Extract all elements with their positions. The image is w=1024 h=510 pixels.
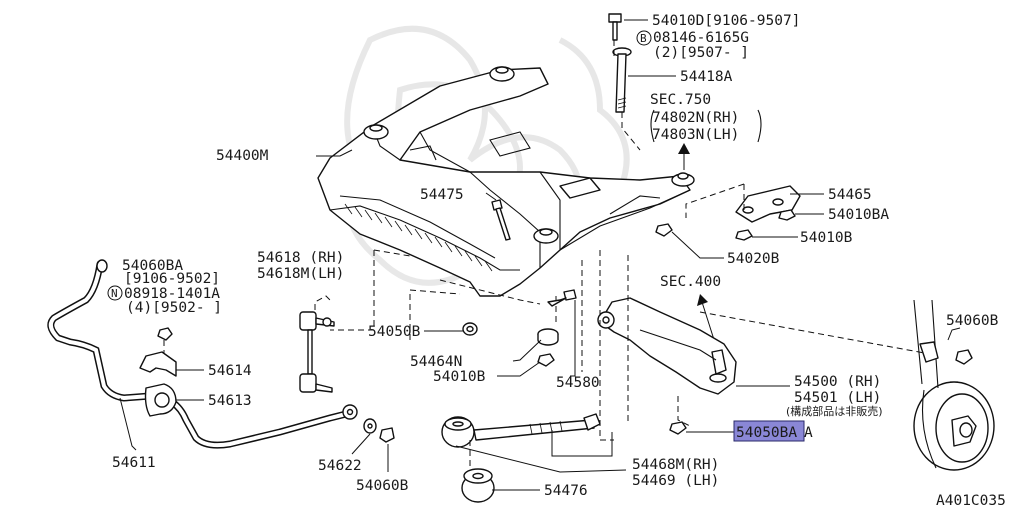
leader-lines [119, 19, 961, 491]
label-54618M: 54618M(LH) [257, 266, 344, 282]
bushing-54476 [461, 468, 495, 503]
lower-arm-54500 [597, 297, 737, 395]
circle-N-marker [107, 285, 123, 301]
nut-54060BA [157, 327, 173, 341]
guide-dash-g [330, 250, 375, 331]
label-sec400: SEC.400 [660, 274, 721, 290]
label-54468M: 54468M(RH) [632, 457, 719, 473]
label-54501-note: (構成部品は非販売) [786, 404, 883, 418]
bolt-54580 [547, 289, 577, 307]
label-54475: 54475 [420, 187, 464, 203]
label-54010B-right: 54010B [800, 230, 853, 246]
label-54622: 54622 [318, 458, 362, 474]
label-54476: 54476 [544, 483, 588, 499]
label-54050B: 54050B [368, 324, 421, 340]
label-74803N: 74803N(LH) [652, 127, 739, 143]
guide-dash-e [699, 311, 931, 355]
tension-rod-54468M [441, 413, 601, 448]
label-54618: 54618 (RH) [257, 250, 344, 266]
guide-dash-a [599, 250, 614, 441]
stabilizer-bar-54611 [47, 259, 358, 449]
label-54501: 54501 (LH) [794, 390, 881, 406]
label-54060BA: 54060BA [122, 258, 183, 274]
label-08146-6165G: 08146-6165G [653, 30, 749, 46]
label-54060B-right: 54060B [946, 313, 999, 329]
stabilizer-link-54618 [299, 311, 335, 393]
brace-sec750-right [757, 109, 762, 143]
pin-guide-line [613, 40, 641, 151]
label-54614: 54614 [208, 363, 252, 379]
guide-dash-f [373, 249, 411, 257]
bolt-54010D [608, 13, 622, 41]
brace-sec750 [650, 109, 655, 143]
guide-dash-i [439, 279, 541, 305]
sec750-arrow [678, 143, 690, 170]
nut-54020B [655, 223, 673, 237]
label-group: 54010D[9106-9507] B 08146-6165G (2)[9507… [107, 13, 1006, 509]
bracket-54465 [735, 185, 801, 223]
circle-B-marker [636, 30, 652, 46]
bolt-54475 [491, 199, 511, 241]
washer-54622 [363, 418, 377, 434]
circle-N-letter: N [111, 287, 118, 300]
crossmember-54400M [317, 66, 695, 297]
label-54020B: 54020B [727, 251, 780, 267]
label-54464N: 54464N [410, 354, 462, 370]
label-54060BA-date: [9106-9502] [124, 271, 220, 287]
label-54050BA-suffix: A [804, 425, 813, 441]
nut-54010B-right [735, 229, 753, 241]
label-54010B-center: 54010B [433, 369, 486, 385]
nut-54010B-center [537, 353, 555, 367]
label-54469: 54469 (LH) [632, 473, 719, 489]
bushing-54613 [144, 383, 177, 417]
clamp-54614 [139, 351, 177, 377]
nut-54010BA-right [778, 209, 796, 221]
label-54400M: 54400M [216, 148, 269, 164]
label-bolt-54010D: 54010D[9106-9507] [652, 13, 800, 29]
circle-B-letter: B [640, 32, 647, 45]
strut-shaft [913, 299, 939, 389]
brake-disc [913, 381, 995, 471]
label-54613: 54613 [208, 393, 252, 409]
label-54611: 54611 [112, 455, 156, 471]
nut-54050BA [669, 421, 687, 435]
label-qty-2: (2)[9507- ] [653, 45, 749, 61]
label-54465: 54465 [828, 187, 872, 203]
label-54050BA-highlighted: 54050BA [736, 425, 797, 441]
label-54500: 54500 (RH) [794, 374, 881, 390]
label-54010BA-right: 54010BA [828, 207, 889, 223]
bushing-54464N [537, 328, 559, 346]
pin-54418A [612, 47, 632, 113]
lower-arm-dash [677, 396, 691, 427]
nut-54060B-right [955, 349, 973, 365]
label-54418A: 54418A [680, 69, 733, 85]
guide-dash-j [409, 289, 461, 340]
label-qty-4: (4)[9502- ] [126, 300, 222, 316]
diagram-code: A401C035 [936, 493, 1006, 509]
label-54060B-bottom: 54060B [356, 478, 409, 494]
highlight-box [733, 420, 805, 442]
label-sec750: SEC.750 [650, 92, 711, 108]
label-74802N: 74802N(RH) [652, 110, 739, 126]
nut-54060B-bottom [379, 427, 395, 443]
label-08918-1401A: 08918-1401A [124, 286, 220, 302]
nut-54050B [462, 322, 478, 336]
bracket-dash [685, 183, 745, 218]
label-54580: 54580 [556, 375, 600, 391]
